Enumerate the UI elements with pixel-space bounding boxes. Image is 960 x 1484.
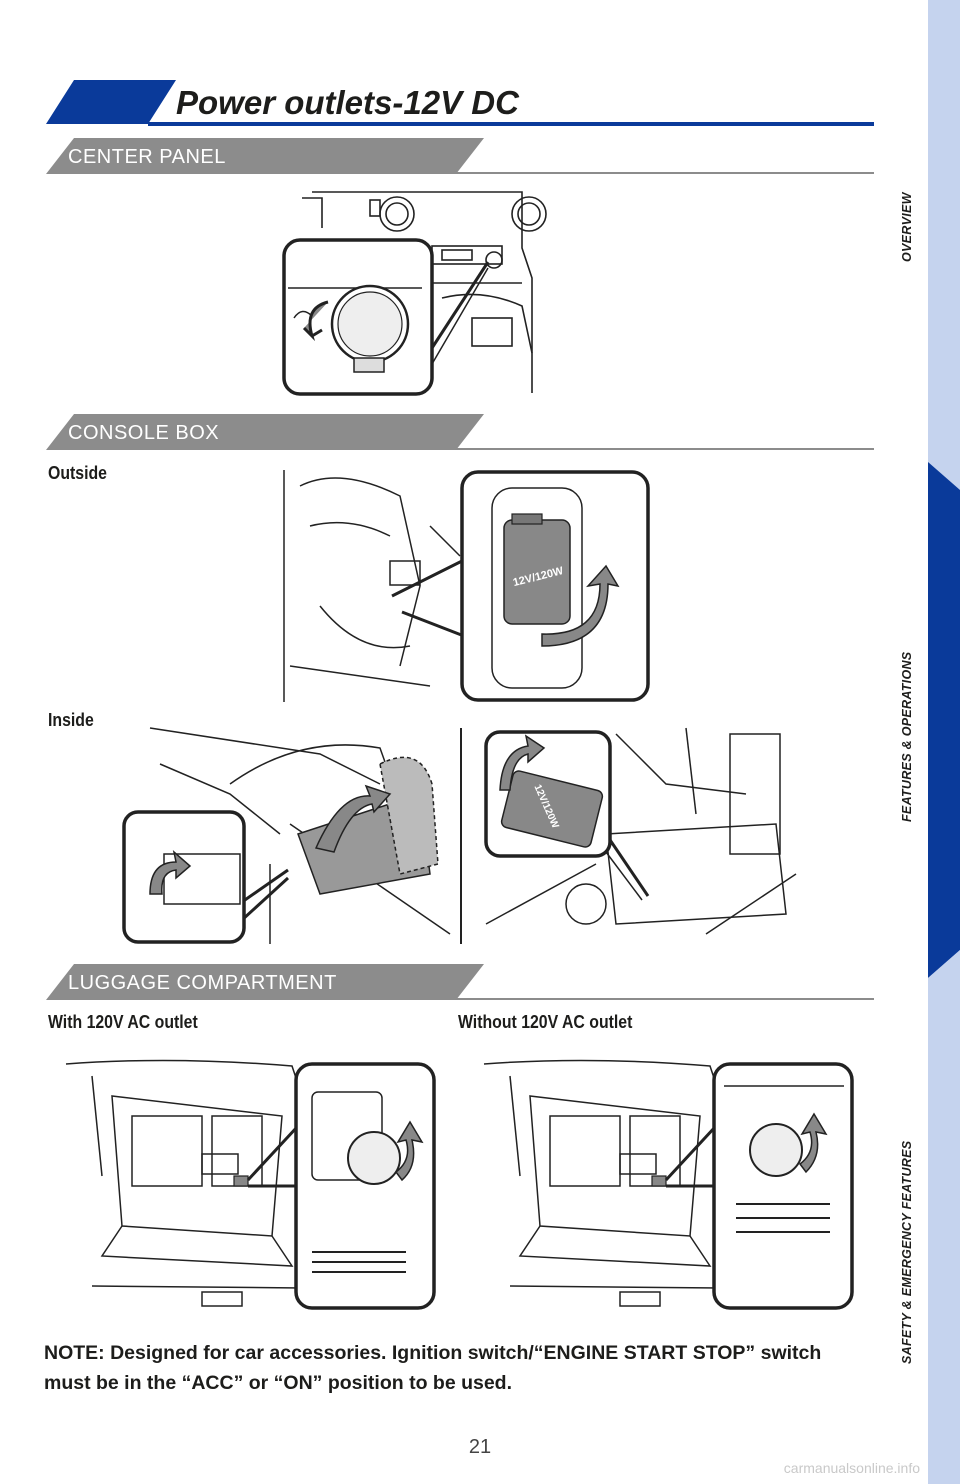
console-outside-illustration: 12V/120W: [283, 470, 650, 702]
side-nav-background: [928, 0, 960, 1484]
with-ac-outlet-label: With 120V AC outlet: [48, 1012, 198, 1032]
without-ac-outlet-label: Without 120V AC outlet: [458, 1012, 633, 1032]
center-panel-illustration: [282, 191, 547, 396]
section-label: CENTER PANEL: [68, 146, 226, 168]
section-label: CONSOLE BOX: [68, 422, 220, 444]
nav-tab-label: OVERVIEW: [900, 192, 914, 262]
nav-tab-features-operations[interactable]: FEATURES & OPERATIONS: [884, 462, 928, 978]
watermark-text: carmanualsonline.info: [783, 1460, 920, 1476]
luggage-with-ac-illustration: [65, 1059, 436, 1310]
luggage-without-ac-illustration: [483, 1059, 854, 1310]
inside-label: Inside: [48, 710, 94, 730]
section-header-console-box: CONSOLE BOX: [44, 414, 874, 454]
page-title-bar: Power outlets-12V DC: [44, 78, 874, 130]
side-nav: [884, 0, 960, 1484]
nav-tab-safety-emergency[interactable]: SAFETY & EMERGENCY FEATURES: [884, 978, 928, 1484]
page-title: Power outlets-12V DC: [176, 84, 519, 121]
illustration-divider: [460, 728, 462, 944]
nav-tab-overview[interactable]: OVERVIEW: [884, 0, 928, 460]
note-text: NOTE: Designed for car accessories. Igni…: [44, 1342, 822, 1394]
section-header-luggage: LUGGAGE COMPARTMENT: [44, 964, 874, 1004]
section-label: LUGGAGE COMPARTMENT: [68, 972, 337, 994]
section-header-center-panel: CENTER PANEL: [44, 138, 874, 178]
page-number: 21: [468, 1436, 492, 1458]
nav-tab-label: FEATURES & OPERATIONS: [900, 651, 914, 822]
nav-tab-label: SAFETY & EMERGENCY FEATURES: [900, 1140, 914, 1364]
title-accent-shape: [46, 80, 874, 126]
console-inside-closed-illustration: [122, 727, 451, 944]
console-inside-open-illustration: 12V/120W: [484, 727, 797, 935]
outside-label: Outside: [48, 463, 107, 483]
